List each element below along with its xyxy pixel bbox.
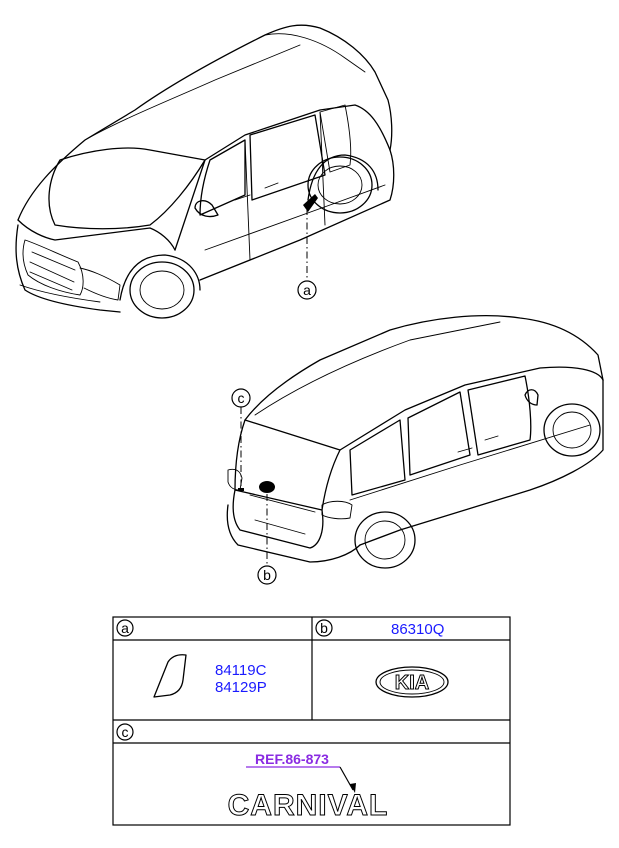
parts-table: a b 86310Q c 84119C 84129P KIA REF.86-87… [112,616,511,826]
badge-c-location [238,488,244,491]
cell-c-key: c [122,724,129,740]
van-rear-view [226,315,604,569]
callout-a-label: a [303,282,311,298]
callout-c-label: c [238,390,245,406]
part-number-86310Q: 86310Q [391,621,444,638]
cell-c-header: c [116,723,134,741]
part-number-84129P: 84129P [215,679,267,696]
decal-shape [153,654,187,698]
cell-a-key: a [121,620,129,636]
callout-b: b [257,565,277,585]
callout-b-label: b [263,567,271,583]
cell-b-header: b 86310Q [315,619,444,638]
callout-a: a [297,280,317,300]
part-number-84119C: 84119C [215,662,267,679]
kia-emblem-text: KIA [395,672,429,694]
decal-a-location [303,194,318,212]
carnival-emblem-text: CARNIVAL [228,789,389,822]
kia-emblem: KIA [375,666,449,698]
van-front-view [15,24,395,319]
callout-c: c [231,388,251,408]
emblem-b-location [259,481,275,493]
reference-label: REF.86-873 [255,751,329,767]
cell-a-header: a [116,619,134,637]
cell-b-key: b [320,620,328,636]
